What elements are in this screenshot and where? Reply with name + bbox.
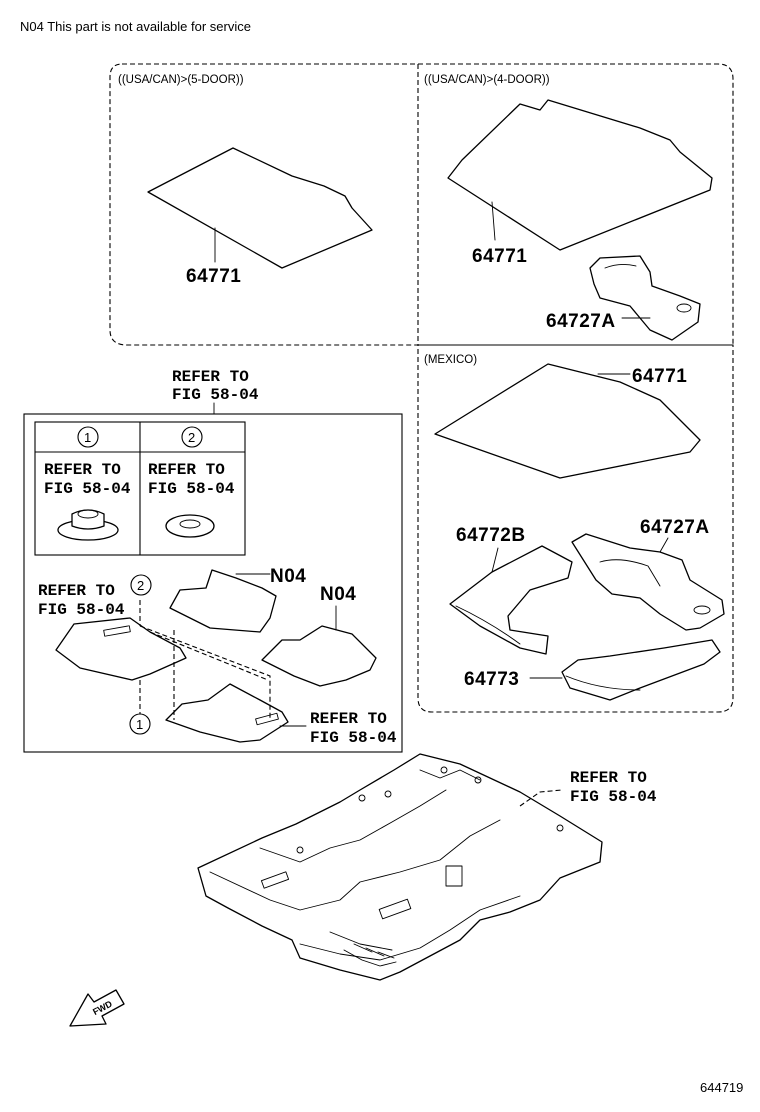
trunk-mat-4door-part (447, 99, 713, 251)
group-label-mexico: (MEXICO) (424, 354, 477, 366)
curved-trim-detail (455, 605, 521, 645)
callout-2-table: 2 (188, 430, 195, 445)
group-label-5door: ((USA/CAN)>(5-DOOR)) (118, 74, 244, 86)
refer-fig-label-1: FIG 58-04 (44, 480, 131, 498)
group-label-4door: ((USA/CAN)>(4-DOOR)) (424, 74, 550, 86)
refer-to-label-top: REFER TO (172, 368, 249, 386)
diagram-id: 644719 (700, 1080, 743, 1095)
mat-n04-b-part (261, 625, 377, 687)
callout-1-table: 1 (84, 430, 91, 445)
refer-fig-label-top: FIG 58-04 (172, 386, 259, 404)
trim-box-mexico-hole (693, 605, 711, 615)
lower-trim-detail (565, 675, 641, 691)
refer-fig-label-mat-r: FIG 58-04 (310, 729, 397, 747)
refer-to-label-carpet: REFER TO (570, 769, 647, 787)
part-number-64771-b: 64771 (472, 246, 527, 267)
refer-to-label-2: REFER TO (148, 461, 225, 479)
front-mat-left-part (55, 617, 187, 681)
part-number-n04-b: N04 (320, 584, 356, 605)
floor-mat-set-box (23, 413, 403, 753)
curved-trim-part (449, 545, 573, 655)
callout-circle-2-mat (130, 574, 152, 596)
part-number-64727a-a: 64727A (546, 311, 616, 332)
part-number-64727a-b: 64727A (640, 517, 710, 538)
refer-fig-label-carpet: FIG 58-04 (570, 788, 657, 806)
part-number-64771-c: 64771 (632, 366, 687, 387)
refer-to-label-mat-r: REFER TO (310, 710, 387, 728)
floor-mat-mexico-part (434, 363, 701, 479)
fwd-arrow-icon: FWD (69, 989, 125, 1027)
trim-box-mexico-part (571, 533, 725, 631)
part-number-64773: 64773 (464, 669, 519, 690)
leader-64772b (491, 547, 499, 573)
header-note: N04 This part is not available for servi… (20, 19, 251, 34)
floor-mat-5door-part (147, 147, 373, 269)
part-number-64772b: 64772B (456, 525, 526, 546)
trim-box-mexico-detail (599, 559, 661, 587)
callout-circle-1-table (77, 426, 99, 448)
usa-can-group-border (109, 63, 734, 346)
refer-fig-label-2: FIG 58-04 (148, 480, 235, 498)
floor-carpet-drawing (197, 753, 603, 981)
callout-1-mat: 1 (136, 717, 143, 732)
mat-slot-right (255, 712, 279, 726)
refer-to-label-mat: REFER TO (38, 582, 115, 600)
lower-trim-part (561, 639, 721, 701)
refer-fig-label-mat: FIG 58-04 (38, 601, 125, 619)
part-number-n04-a: N04 (270, 566, 306, 587)
leader-64771-b (491, 201, 496, 241)
part-number-64771-a: 64771 (186, 266, 241, 287)
front-mat-right-part (165, 683, 289, 743)
dashed-projection (139, 600, 271, 720)
clip-1-drawing (57, 509, 119, 541)
callout-circle-2-table (181, 426, 203, 448)
mexico-group-border (417, 344, 734, 713)
trim-box-4door-hole (676, 303, 692, 313)
trim-box-4door-detail (604, 263, 637, 269)
leader-refer-carpet (519, 789, 563, 807)
refer-to-label-1: REFER TO (44, 461, 121, 479)
leader-64727a-b (659, 537, 669, 553)
mat-n04-a-part (169, 569, 277, 633)
trim-box-4door-part (589, 255, 701, 341)
mat-slot-left (103, 625, 131, 637)
clip-2-drawing (165, 514, 215, 538)
callout-2-mat: 2 (137, 578, 144, 593)
